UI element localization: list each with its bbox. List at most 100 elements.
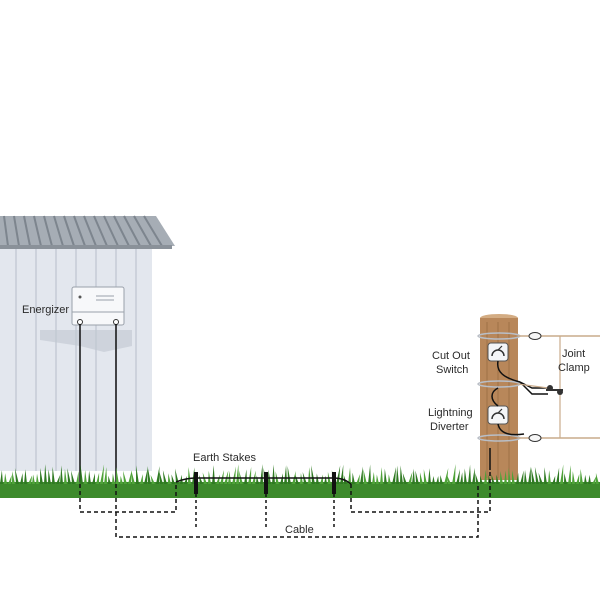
energizer-label: Energizer [22,304,69,316]
grass-blade [534,466,539,484]
underground-cable [79,470,491,538]
grass-blade [327,471,331,484]
grass-blade [24,469,27,484]
earth-stake [332,472,336,530]
grass-blade [4,473,7,484]
cut-out-switch-label-line2: Switch [436,364,468,376]
grass-blade [440,474,443,484]
grass-blade [538,472,543,484]
grass-blade [44,464,47,484]
grass-blade [528,466,531,484]
grass-blade [284,465,287,484]
shed-wall-panels [15,249,137,471]
grass-blade [0,470,3,484]
grass-blade [388,474,391,484]
grass-blade [224,470,229,484]
grass-blade [496,474,499,484]
grass-blade [412,468,415,484]
grass-blade [295,474,299,484]
grass-blade [576,473,580,484]
grass-blade [568,465,571,484]
grass-blade [20,473,23,484]
grass-blade [104,467,107,484]
grass-blade [363,468,367,484]
grass-blade [123,470,127,484]
grass-blade [244,469,247,484]
grass-blade [76,471,79,484]
grass-blade [504,470,507,484]
grass-blade [484,469,487,484]
grass-blade [150,475,155,484]
grass-blade [48,469,51,484]
energizer-earth-terminal [113,319,119,325]
grass-blade [128,470,132,484]
fence-post [477,314,521,480]
grass-blade [512,470,515,484]
grass-blade [336,465,341,484]
grass-blade [508,467,511,484]
grass-blade [112,473,115,484]
grass-blade [436,475,439,484]
grass-blade [232,466,236,484]
grass-blade [376,474,379,484]
grass-blade [216,474,220,484]
grass-blade [96,472,100,484]
grass-blade [460,472,463,484]
grass-blade [175,468,179,484]
grass-blade [144,468,148,484]
grass-blade [480,475,483,484]
grass-blade [168,473,171,484]
grass-blade [348,467,351,484]
shed-roof [0,216,175,246]
energizer-wires [79,324,117,484]
grass-blade [287,466,291,484]
grass-blade [60,465,63,484]
grass-blade [380,467,383,484]
grass-blade [162,470,167,484]
grass-blade [14,468,19,484]
grass-blade [158,470,163,484]
grass-blade [592,475,597,484]
lightning-diverter-label-line2: Diverter [430,421,469,433]
earth-stakes-label: Earth Stakes [193,452,256,464]
grass-blade [12,471,15,484]
cable-label: Cable [285,524,314,536]
earth-stake [194,472,198,530]
grass-blade [572,471,575,484]
grass-blade [268,469,271,484]
grass-blade [419,472,423,484]
grass-blade [67,468,71,484]
fence-wires [517,332,600,442]
grass-blade [71,470,75,484]
grass-blade [136,465,139,484]
grass-blade [308,467,311,484]
lightning-diverter [487,405,509,425]
grass-blade [446,473,451,484]
energizer-fence-terminal [77,319,83,325]
insulator-top [528,332,542,340]
grass-blade [360,466,363,484]
grass-blade [396,465,399,484]
grass-blade [8,475,12,484]
grass-blade [392,466,397,484]
earth-stake [264,472,268,530]
grass-blade [372,471,375,484]
grass-blade [108,475,111,484]
grass-blade [475,473,479,484]
grass-blade [28,475,33,484]
grass-blade [40,467,43,484]
energizer-indicator-icon [78,295,82,299]
grass-blade [343,474,347,484]
grass-blade [472,467,475,484]
grass-blade [524,470,527,484]
grass-blade [36,473,39,484]
grass-blade [423,469,427,484]
energizer-unit [71,286,125,326]
grass-blade [88,470,91,484]
grass-blade [415,470,419,484]
grass-blade [320,474,323,484]
grass-blade [92,473,95,484]
grass-blade [171,474,175,484]
lightning-diverter-label-line1: Lightning [428,407,473,419]
